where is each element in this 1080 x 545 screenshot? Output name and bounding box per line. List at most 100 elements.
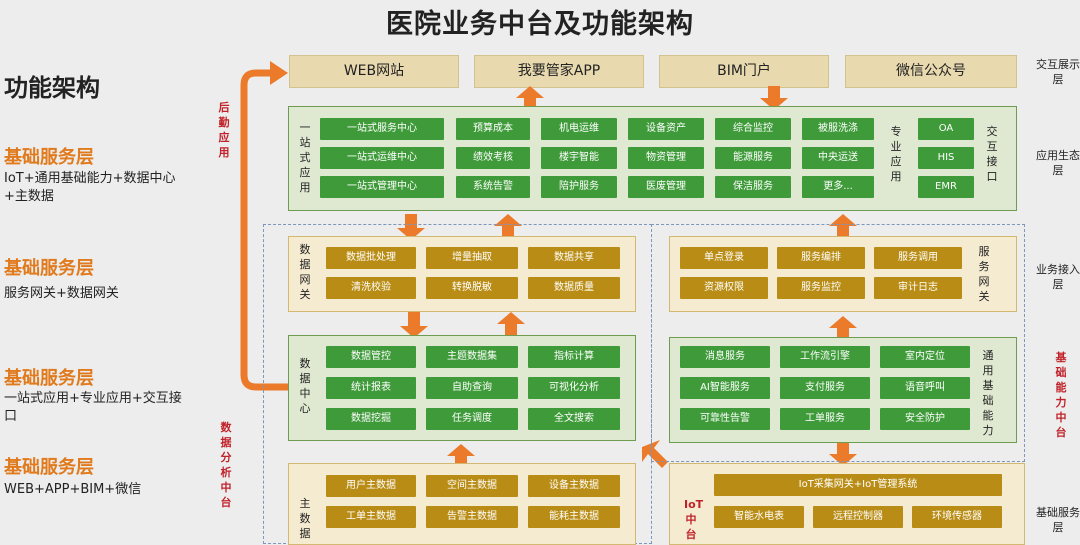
arrow-up-icon (497, 312, 525, 338)
iot-item: 远程控制器 (813, 506, 903, 528)
master-data-title: 主数据 (299, 497, 311, 540)
top-box-wechat: 微信公众号 (845, 55, 1017, 88)
app-item: 楼宇智能 (541, 147, 617, 169)
gateway-item: 清洗校验 (326, 277, 416, 299)
ability-item: 室内定位 (880, 346, 970, 368)
ability-item: AI智能服务 (680, 377, 770, 399)
left-section-head-3: 基础服务层 (4, 368, 94, 389)
right-label-2: 应用生态层 (1036, 149, 1080, 177)
gateway-item: 服务编排 (777, 247, 865, 269)
data-center-item: 可视化分析 (528, 377, 620, 399)
app-item: 预算成本 (456, 118, 530, 140)
app-item: 综合监控 (715, 118, 791, 140)
arrow-up-icon (829, 214, 857, 240)
iot-title: IoT中台 (684, 498, 704, 541)
master-item: 设备主数据 (528, 475, 620, 497)
data-center-item: 数据管控 (326, 346, 416, 368)
arrow-up-icon (494, 214, 522, 240)
ability-item: 工单服务 (780, 408, 870, 430)
ability-item: 语音呼叫 (880, 377, 970, 399)
top-box-web: WEB网站 (289, 55, 459, 88)
one-stop-item: 一站式运维中心 (320, 147, 444, 169)
pro-app-title: 专业应用 (890, 125, 902, 183)
data-gateway-title: 数据网关 (299, 243, 311, 301)
gateway-item: 增量抽取 (426, 247, 518, 269)
interface-item: EMR (918, 176, 974, 198)
shuju-label: 数据分析中台 (220, 421, 232, 509)
ability-item: 支付服务 (780, 377, 870, 399)
right-label-1: 交互展示层 (1036, 58, 1080, 86)
data-center-item: 统计报表 (326, 377, 416, 399)
data-center-item: 自助查询 (426, 377, 518, 399)
top-box-app: 我要管家APP (474, 55, 644, 88)
left-section-desc-4: WEB+APP+BIM+微信 (4, 482, 142, 497)
app-item: 绩效考核 (456, 147, 530, 169)
left-heading: 功能架构 (4, 74, 100, 102)
arrow-up-icon (516, 86, 544, 110)
iot-item: 环境传感器 (912, 506, 1002, 528)
interface-item: OA (918, 118, 974, 140)
feedback-arrow-icon (240, 61, 290, 391)
interface-item: HIS (918, 147, 974, 169)
gateway-item: 单点登录 (680, 247, 768, 269)
master-item: 空间主数据 (426, 475, 518, 497)
app-item: 更多... (802, 176, 874, 198)
arrow-up-icon (447, 444, 475, 468)
ability-item: 消息服务 (680, 346, 770, 368)
arrow-up-icon (829, 316, 857, 340)
houqin-label: 后勤应用 (218, 101, 230, 159)
master-item: 能耗主数据 (528, 506, 620, 528)
data-center-item: 数据挖掘 (326, 408, 416, 430)
app-item: 中央运送 (802, 147, 874, 169)
right-label-3: 业务接入层 (1036, 263, 1080, 291)
ability-item: 工作流引擎 (780, 346, 870, 368)
service-gateway-title: 服务网关 (978, 245, 990, 303)
data-center-item: 指标计算 (528, 346, 620, 368)
data-center-item: 主题数据集 (426, 346, 518, 368)
app-item: 机电运维 (541, 118, 617, 140)
top-box-bim: BIM门户 (659, 55, 829, 88)
iot-header: IoT采集网关+IoT管理系统 (714, 474, 1002, 496)
data-center-title: 数据中心 (299, 357, 311, 415)
gateway-item: 审计日志 (874, 277, 962, 299)
interface-title: 交互接口 (986, 125, 998, 183)
one-stop-item: 一站式服务中心 (320, 118, 444, 140)
app-item: 能源服务 (715, 147, 791, 169)
app-item: 系统告警 (456, 176, 530, 198)
arrow-down-icon (397, 214, 425, 240)
right-label-4: 基础服务层 (1036, 506, 1080, 534)
app-item: 保洁服务 (715, 176, 791, 198)
data-center-item: 任务调度 (426, 408, 518, 430)
app-item: 医废管理 (628, 176, 704, 198)
app-item: 陪护服务 (541, 176, 617, 198)
one-stop-item: 一站式管理中心 (320, 176, 444, 198)
left-section-desc-1: IoT+通用基础能力+数据中心+主数据 (4, 171, 176, 204)
gateway-item: 转换脱敏 (426, 277, 518, 299)
gateway-item: 数据批处理 (326, 247, 416, 269)
ability-item: 可靠性告警 (680, 408, 770, 430)
page-title: 医院业务中台及功能架构 (386, 9, 694, 40)
gateway-item: 数据质量 (528, 277, 620, 299)
master-item: 告警主数据 (426, 506, 518, 528)
arrow-down-icon (400, 312, 428, 338)
left-section-head-1: 基础服务层 (4, 147, 94, 168)
general-ability-title: 通用基础能力 (982, 349, 994, 437)
master-item: 工单主数据 (326, 506, 416, 528)
master-item: 用户主数据 (326, 475, 416, 497)
left-section-desc-2: 服务网关+数据网关 (4, 286, 119, 301)
left-section-head-4: 基础服务层 (4, 457, 94, 478)
gateway-item: 服务调用 (874, 247, 962, 269)
left-section-head-2: 基础服务层 (4, 258, 94, 279)
arrow-down-icon (829, 442, 857, 466)
gateway-item: 数据共享 (528, 247, 620, 269)
ability-region (651, 224, 1025, 462)
data-center-item: 全文搜索 (528, 408, 620, 430)
iot-item: 智能水电表 (714, 506, 804, 528)
arrow-down-icon (760, 86, 788, 110)
app-item: 被服洗涤 (802, 118, 874, 140)
gateway-item: 资源权限 (680, 277, 768, 299)
one-stop-title: 一站式应用 (299, 121, 311, 194)
ability-item: 安全防护 (880, 408, 970, 430)
left-section-desc-3: 一站式应用+专业应用+交互接口 (4, 391, 182, 424)
